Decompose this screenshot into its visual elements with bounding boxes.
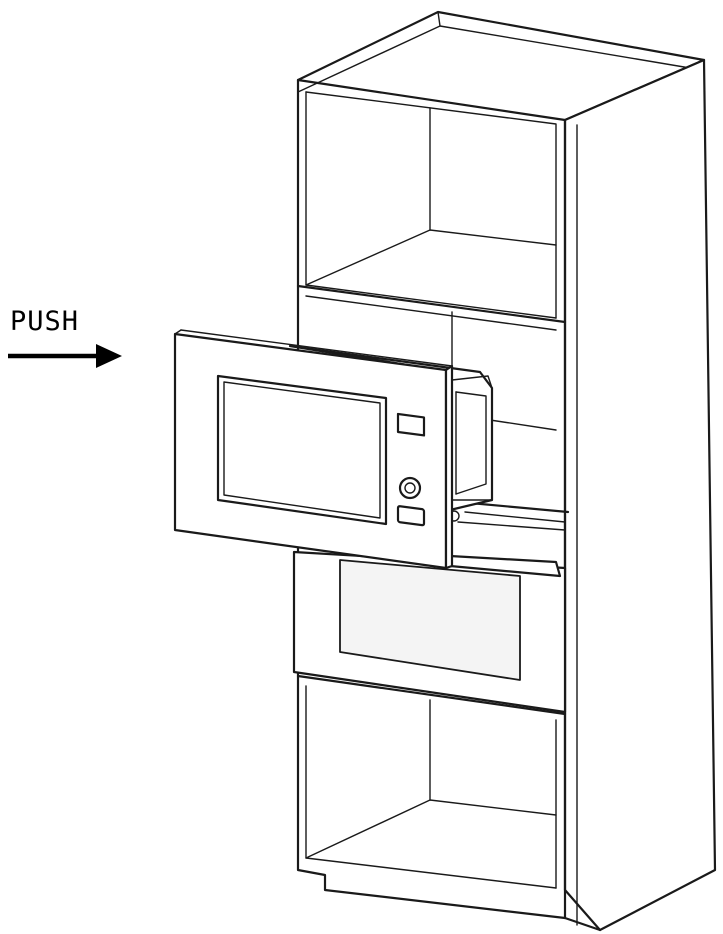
- microwave-door-window: [216, 374, 388, 526]
- microwave-door-button: [396, 505, 426, 527]
- microwave-dial-icon: [398, 476, 422, 500]
- microwave-display: [396, 412, 426, 437]
- microwave-unit: [173, 329, 494, 570]
- lower-oven-window: [339, 559, 521, 681]
- cabinet-right-side: [563, 58, 717, 932]
- push-label: PUSH: [10, 306, 80, 337]
- right-arrow-icon: [8, 344, 122, 368]
- tall-cabinet: [292, 10, 717, 932]
